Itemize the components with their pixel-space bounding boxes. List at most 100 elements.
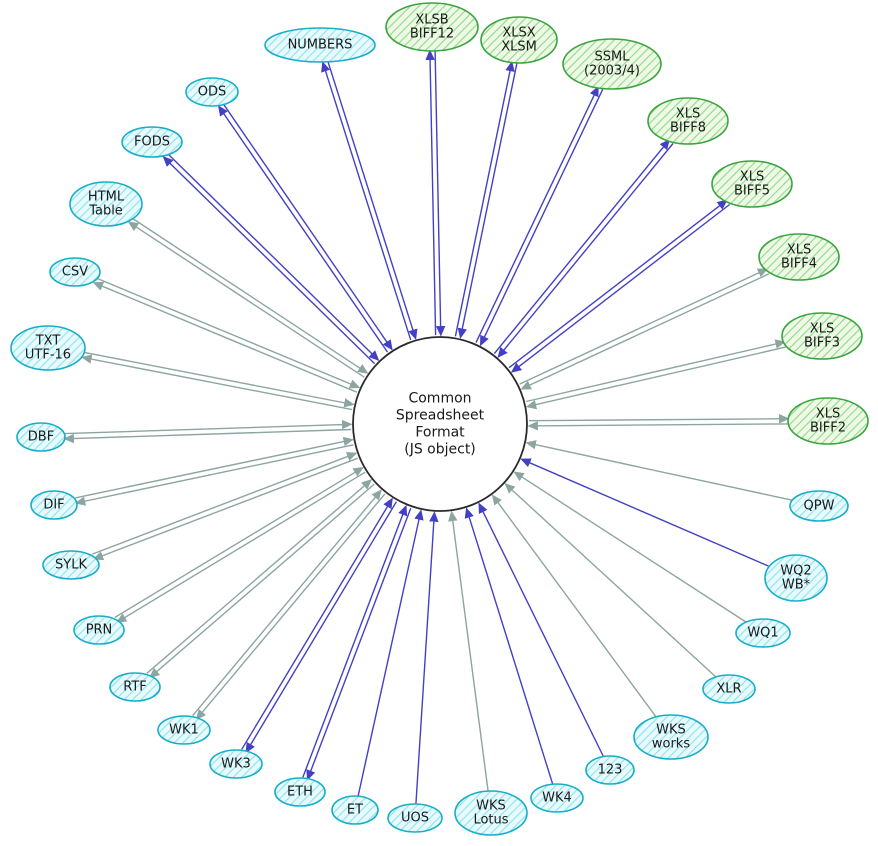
diagram-node-shape-dif (30, 490, 78, 520)
diagram-edge-wk3-write (245, 501, 398, 754)
diagram-edge-prn-write (115, 471, 366, 623)
diagram-node-label-line: XLS (787, 243, 811, 258)
diagram-node-shape-xls-biff5 (711, 160, 793, 208)
diagram-edge-csv-write (92, 281, 358, 393)
diagram-node-shape-ods (185, 77, 239, 107)
diagram-edge-xls-biff4-write (519, 268, 769, 385)
diagram-node-label-rtf: RTF (123, 680, 147, 695)
diagram-node-prn: PRN (73, 615, 125, 645)
diagram-edge-et-read (357, 509, 424, 797)
diagram-node-label-line: Lotus (473, 813, 508, 828)
diagram-node-label-line: SSML (595, 50, 631, 65)
diagram-edge-xls-biff4-read (520, 273, 770, 390)
diagram-node-label-et: ET (347, 803, 363, 818)
diagram-edge-xls-biff8-write (493, 138, 670, 354)
diagram-node-123: 123 (585, 755, 635, 785)
diagram-node-label-csv: CSV (62, 265, 88, 280)
diagram-node-eth: ETH (274, 777, 326, 807)
diagram-node-shape-wks-lotus (454, 790, 528, 836)
diagram-edge-dif-read (75, 436, 354, 499)
diagram-node-label-line: WQ2 (780, 564, 811, 579)
diagram-node-shape-wk4 (530, 783, 584, 813)
diagram-node-shape-xlr (702, 674, 756, 704)
diagram-node-shape-xlsx-xlsm (480, 16, 558, 64)
diagram-edge-ods-write (218, 105, 389, 353)
diagram-node-shape-wk3 (209, 749, 263, 779)
diagram-node-label-wq1: WQ1 (747, 626, 778, 641)
diagram-edge-sylk-write (92, 457, 359, 561)
diagram-node-shape-html-table (69, 181, 143, 227)
diagram-node-shape-prn (73, 615, 125, 645)
diagram-node-shape-rtf (109, 672, 161, 702)
diagram-node-fods: FODS (121, 126, 183, 158)
diagram-node-label-line: BIFF4 (781, 257, 817, 272)
diagram-node-label-eth: ETH (287, 785, 313, 800)
diagram-node-wk4: WK4 (530, 783, 584, 813)
diagram-node-label-line: FODS (134, 135, 170, 150)
diagram-center-label-line: (JS object) (404, 442, 476, 458)
diagram-node-wq1: WQ1 (735, 618, 791, 648)
diagram-edge-xlsx-xlsm-read (457, 63, 518, 339)
diagram-node-label-line: UOS (401, 811, 429, 826)
diagram-edge-ssml-read (480, 89, 604, 347)
diagram-edge-rtf-read (146, 479, 373, 674)
diagram-node-label-line: DIF (43, 498, 64, 513)
diagram-node-csv: CSV (49, 257, 101, 287)
diagram-node-label-dif: DIF (43, 498, 64, 513)
diagram-node-wk3: WK3 (209, 749, 263, 779)
diagram-edge-wk1-read (192, 489, 382, 717)
diagram-node-label-line: ODS (198, 85, 227, 100)
diagram-node-label-wk4: WK4 (542, 791, 572, 806)
diagram-node-label-xlr: XLR (716, 682, 741, 697)
diagram-edge-wk4-read (464, 507, 554, 785)
diagram-node-label-line: UTF-16 (25, 348, 71, 363)
diagram-node-label-line: WK3 (221, 757, 251, 772)
diagram-edge-xlsb-read (434, 50, 446, 337)
diagram-edge-txt-utf16-write (81, 354, 353, 411)
diagram-node-label-line: XLSX (502, 26, 535, 41)
diagram-center-label-line: Format (415, 425, 465, 441)
diagram-center-label-line: Common (408, 391, 471, 407)
diagram-node-label-ods: ODS (198, 85, 227, 100)
diagram-node-label-ssml: SSML(2003/4) (584, 50, 640, 79)
diagram-node-shape-txt-utf16 (10, 325, 86, 371)
diagram-node-numbers: NUMBERS (264, 27, 376, 63)
diagram-node-label-line: XLR (716, 682, 741, 697)
diagram-edge-eth-write (306, 507, 412, 781)
diagram-node-sylk: SYLK (42, 550, 100, 580)
diagram-edge-xls-biff2-write (528, 414, 790, 424)
diagram-node-label-line: BIFF8 (670, 121, 706, 136)
diagram-node-et: ET (331, 795, 379, 825)
diagram-edge-html-table-read (131, 217, 369, 374)
diagram-node-shape-wk1 (157, 715, 211, 745)
diagram-edge-xls-biff2-read (527, 421, 789, 431)
diagram-node-label-line: WK4 (542, 791, 572, 806)
diagram-node-label-sylk: SYLK (55, 558, 87, 573)
diagram-node-label-fods: FODS (134, 135, 170, 150)
diagram-node-label-prn: PRN (86, 623, 113, 638)
diagram-node-shape-qpw (789, 490, 849, 522)
diagram-node-rtf: RTF (109, 672, 161, 702)
diagram-node-shape-fods (121, 126, 183, 158)
diagram-edge-fods-read (167, 152, 380, 362)
diagram-node-label-line: XLS (816, 407, 840, 422)
diagram-node-label-line: HTML (88, 190, 125, 205)
diagram-edge-eth-read (302, 504, 408, 778)
diagram-node-uos: UOS (387, 803, 443, 833)
diagram-node-shape-xls-biff3 (781, 312, 863, 360)
diagram-node-label-line: WKS (476, 799, 506, 814)
diagram-edge-wq2-wb-read (520, 458, 770, 568)
